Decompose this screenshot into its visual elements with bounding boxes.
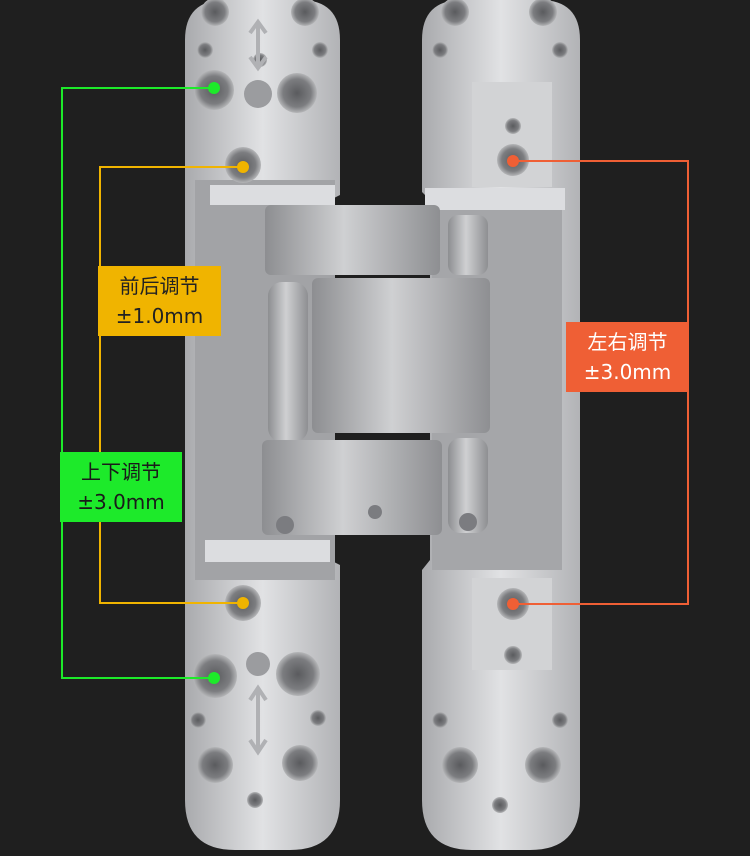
up-down-adjust-label: 上下调节 ±3.0mm: [60, 452, 182, 522]
front-back-marker-top: [237, 161, 249, 173]
left-right-adjust-label: 左右调节 ±3.0mm: [566, 322, 689, 392]
up-down-leader-lines: [61, 87, 214, 679]
front-back-marker-bottom: [237, 597, 249, 609]
up-down-value: ±3.0mm: [77, 490, 165, 514]
left-right-marker-top: [507, 155, 519, 167]
front-back-title: 前后调节: [119, 274, 200, 298]
front-back-adjust-label: 前后调节 ±1.0mm: [98, 266, 221, 336]
up-down-marker-bottom: [208, 672, 220, 684]
left-right-title: 左右调节: [587, 330, 668, 354]
left-right-value: ±3.0mm: [583, 360, 672, 384]
front-back-value: ±1.0mm: [115, 304, 204, 328]
front-back-leader-lines: [99, 166, 243, 604]
hinge-knuckles: [262, 205, 490, 535]
left-right-leader-lines: [513, 160, 689, 605]
left-right-marker-bottom: [507, 598, 519, 610]
up-down-marker-top: [208, 82, 220, 94]
up-down-title: 上下调节: [81, 460, 161, 484]
vertical-arrow-icon: [248, 18, 268, 756]
